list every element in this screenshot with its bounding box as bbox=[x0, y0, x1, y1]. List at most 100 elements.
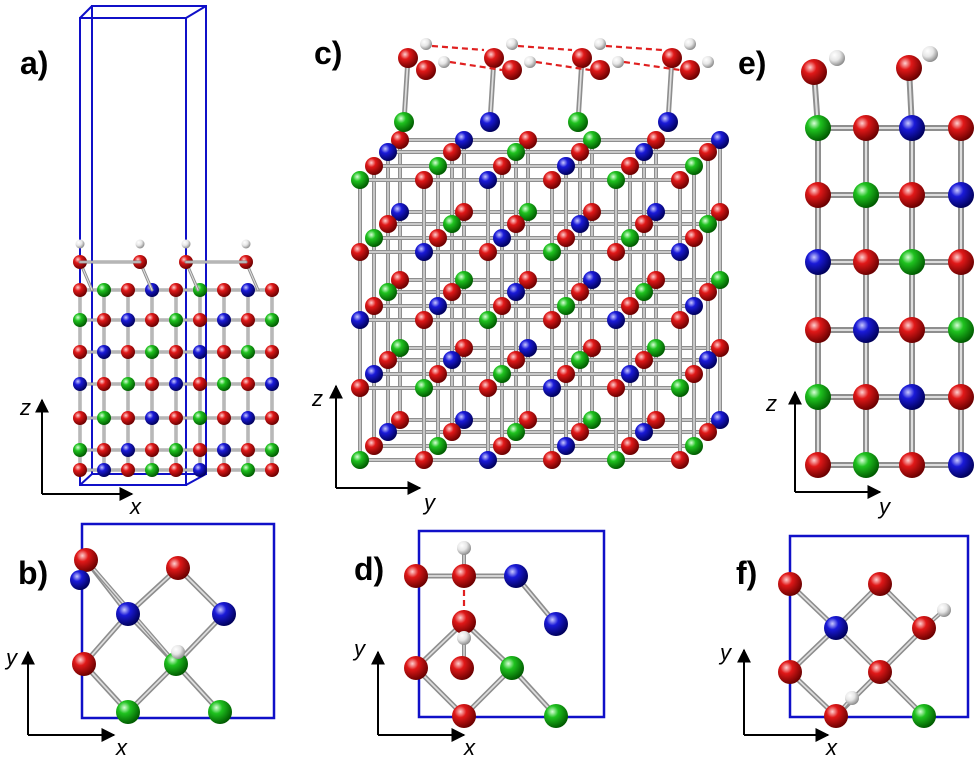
green-atom bbox=[415, 379, 433, 397]
blue-atom bbox=[635, 423, 653, 441]
blue-atom bbox=[824, 616, 848, 640]
white-atom bbox=[845, 691, 859, 705]
blue-atom bbox=[121, 443, 135, 457]
white-atom bbox=[937, 603, 951, 617]
white-atom bbox=[829, 50, 845, 66]
blue-atom bbox=[671, 243, 689, 261]
blue-atom bbox=[805, 249, 831, 275]
blue-atom bbox=[543, 379, 561, 397]
panel-e-axes: z y bbox=[765, 390, 892, 519]
blue-atom bbox=[241, 411, 255, 425]
red-atom bbox=[404, 656, 428, 680]
blue-atom bbox=[193, 463, 207, 477]
red-atom bbox=[429, 365, 447, 383]
green-atom bbox=[145, 345, 159, 359]
green-atom bbox=[351, 451, 369, 469]
red-atom bbox=[169, 463, 183, 477]
blue-atom bbox=[711, 131, 729, 149]
red-atom bbox=[484, 48, 504, 68]
blue-atom bbox=[948, 452, 974, 478]
panel-b: b) y x bbox=[4, 522, 276, 760]
red-atom bbox=[571, 423, 589, 441]
red-atom bbox=[899, 317, 925, 343]
red-atom bbox=[572, 48, 592, 68]
blue-atom bbox=[948, 182, 974, 208]
red-atom bbox=[72, 652, 96, 676]
red-atom bbox=[217, 345, 231, 359]
red-atom bbox=[557, 365, 575, 383]
hydrogen-bond bbox=[449, 60, 503, 72]
red-atom bbox=[145, 313, 159, 327]
red-atom bbox=[73, 411, 87, 425]
red-atom bbox=[543, 171, 561, 189]
red-atom bbox=[912, 616, 936, 640]
red-atom bbox=[671, 451, 689, 469]
blue-atom bbox=[379, 423, 397, 441]
green-atom bbox=[208, 700, 232, 724]
red-atom bbox=[778, 660, 802, 684]
red-atom bbox=[647, 131, 665, 149]
red-atom bbox=[121, 345, 135, 359]
red-atom bbox=[73, 463, 87, 477]
red-atom bbox=[621, 157, 639, 175]
red-atom bbox=[699, 423, 717, 441]
green-atom bbox=[241, 345, 255, 359]
panel-b-vertical-axis-label: y bbox=[4, 645, 19, 670]
panel-b-label: b) bbox=[18, 555, 48, 591]
panel-a-axes: z x bbox=[19, 395, 142, 519]
green-atom bbox=[391, 339, 409, 357]
panel-e-vertical-axis-label: z bbox=[765, 391, 777, 416]
red-atom bbox=[543, 311, 561, 329]
panel-d-axes: y x bbox=[352, 636, 476, 760]
green-atom bbox=[429, 437, 447, 455]
red-atom bbox=[97, 313, 111, 327]
green-atom bbox=[507, 423, 525, 441]
panel-f-vertical-axis-label: y bbox=[718, 640, 733, 665]
green-atom bbox=[73, 313, 87, 327]
red-atom bbox=[415, 311, 433, 329]
panel-f-horizontal-axis-label: x bbox=[825, 735, 838, 760]
white-atom bbox=[75, 239, 85, 249]
red-atom bbox=[265, 345, 279, 359]
red-atom bbox=[217, 283, 231, 297]
red-atom bbox=[73, 345, 87, 359]
blue-atom bbox=[571, 215, 589, 233]
blue-atom bbox=[379, 143, 397, 161]
red-atom bbox=[507, 215, 525, 233]
blue-atom bbox=[241, 283, 255, 297]
red-atom bbox=[74, 548, 98, 572]
blue-atom bbox=[415, 243, 433, 261]
green-atom bbox=[647, 339, 665, 357]
red-atom bbox=[379, 215, 397, 233]
red-atom bbox=[97, 443, 111, 457]
green-atom bbox=[711, 271, 729, 289]
red-atom bbox=[519, 131, 537, 149]
blue-atom bbox=[145, 411, 159, 425]
red-atom bbox=[557, 229, 575, 247]
red-atom bbox=[699, 143, 717, 161]
green-atom bbox=[571, 351, 589, 369]
red-atom bbox=[607, 243, 625, 261]
blue-atom bbox=[443, 351, 461, 369]
blue-atom bbox=[557, 437, 575, 455]
blue-atom bbox=[212, 602, 236, 626]
green-atom bbox=[97, 411, 111, 425]
green-atom bbox=[265, 443, 279, 457]
red-atom bbox=[416, 60, 436, 80]
panel-f: f) y x bbox=[718, 534, 970, 760]
green-atom bbox=[241, 463, 255, 477]
blue-atom bbox=[658, 112, 678, 132]
panel-e-slab bbox=[801, 46, 974, 478]
green-atom bbox=[543, 243, 561, 261]
red-atom bbox=[398, 48, 418, 68]
red-atom bbox=[868, 660, 892, 684]
blue-atom bbox=[504, 564, 528, 588]
red-atom bbox=[265, 411, 279, 425]
blue-atom bbox=[455, 411, 473, 429]
panel-a-label: a) bbox=[20, 45, 48, 81]
panel-c-horizontal-axis-label: y bbox=[422, 490, 437, 515]
red-atom bbox=[635, 351, 653, 369]
red-atom bbox=[805, 182, 831, 208]
blue-atom bbox=[365, 365, 383, 383]
